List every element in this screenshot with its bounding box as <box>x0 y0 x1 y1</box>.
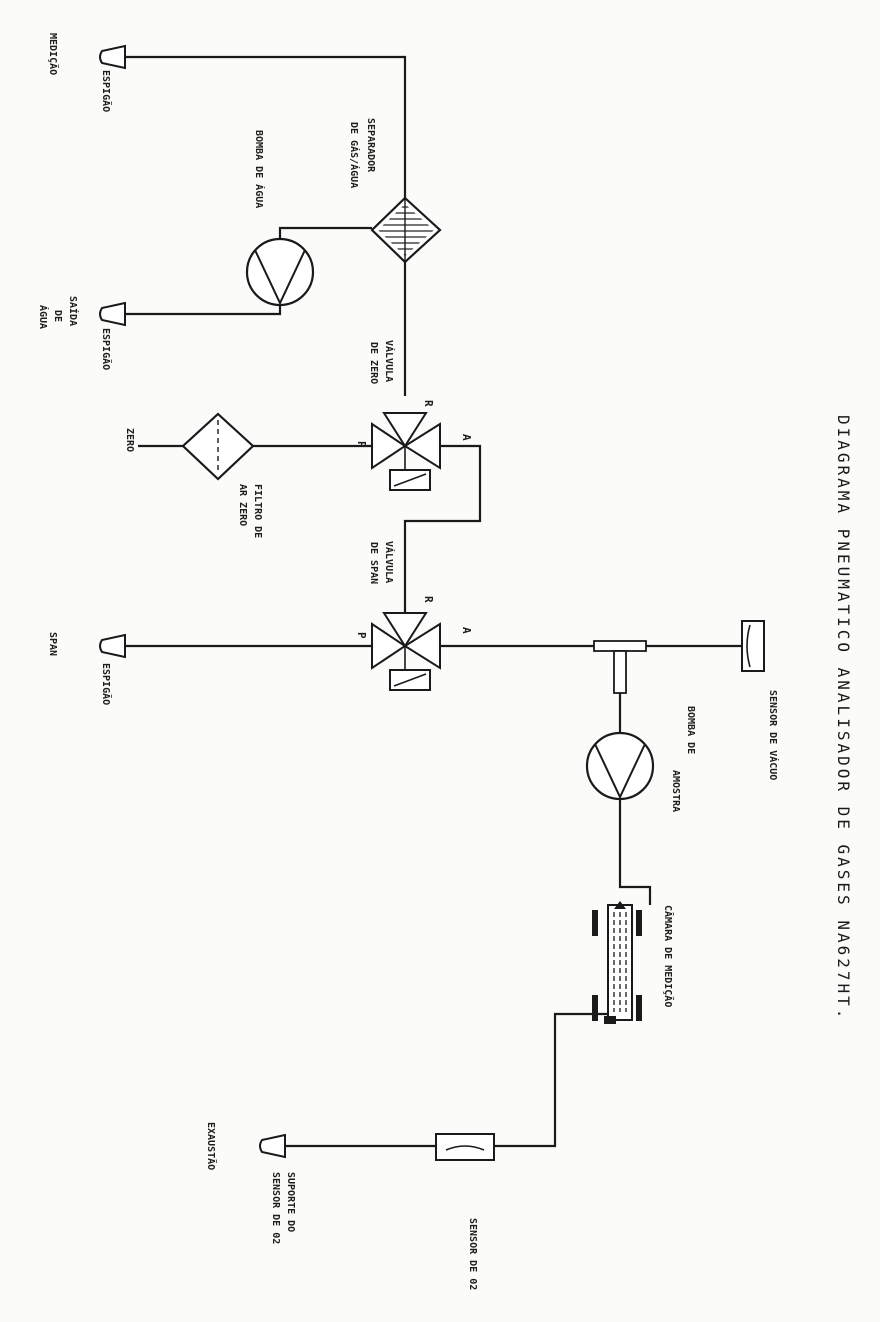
pipe-sample-pump-to-chamber <box>618 798 652 905</box>
label-zero: ZERO <box>124 428 135 452</box>
label-saida-agua-3: ÁGUA <box>37 305 50 329</box>
pipe-zero-valve-to-span-valve <box>403 444 482 612</box>
label-suporte-1: SUPORTE DO <box>285 1172 296 1232</box>
port-p-span: P <box>355 632 368 639</box>
label-separador-1: SEPARADOR <box>365 118 376 173</box>
label-medicao: MEDIÇÃO <box>47 33 60 75</box>
label-valvula-span-1: VÁLVULA <box>383 541 396 583</box>
sample-pump-icon <box>585 731 655 801</box>
label-filtro-2: AR ZERO <box>237 484 248 526</box>
label-bomba-amostra-1: BOMBA DE <box>685 706 696 754</box>
span-valve-ports: R P A <box>355 596 473 639</box>
label-bomba-agua: BOMBA DE ÁGUA <box>253 130 266 208</box>
port-r-span: R <box>422 596 435 603</box>
label-sensor-o2: SENSOR DE 02 <box>467 1218 478 1290</box>
diagram-title: DIAGRAMA PNEUMATICO ANALISADOR DE GASES … <box>834 415 853 1021</box>
pipe-separator-to-water-pump <box>278 226 372 240</box>
label-espigao-agua: ESPIGÃO <box>100 328 113 370</box>
pipe-medicao-to-separator <box>125 55 407 198</box>
water-pump-icon <box>245 237 315 307</box>
label-span: SPAN <box>47 632 58 656</box>
nozzle-exhaust <box>259 1133 286 1159</box>
nozzle-water-outlet <box>99 301 126 327</box>
span-valve-icon <box>371 612 441 691</box>
pipe-water-pump-to-outlet <box>125 304 282 316</box>
o2-sensor-icon <box>435 1133 495 1161</box>
nozzle-medicao <box>99 44 126 70</box>
port-a-zero: A <box>460 434 473 441</box>
label-valvula-zero-1: VÁLVULA <box>383 340 396 382</box>
label-sensor-vacuo: SENSOR DE VÁCUO <box>767 690 780 780</box>
tee-fitting-icon <box>593 640 647 694</box>
label-espigao-medicao: ESPIGÃO <box>100 70 113 112</box>
pipe-network <box>125 55 742 1148</box>
label-saida-agua-2: DE <box>52 310 63 322</box>
label-bomba-amostra-2: AMOSTRA <box>670 770 681 812</box>
zero-valve-ports: R P A <box>355 400 473 448</box>
label-saida-agua-1: SAÍDA <box>67 296 80 326</box>
port-p-zero: P <box>355 441 368 448</box>
port-a-span: A <box>460 627 473 634</box>
pipe-chamber-to-o2-sensor <box>468 1012 608 1148</box>
label-filtro-1: FILTRO DE <box>252 484 263 538</box>
zero-air-filter-icon <box>181 412 255 481</box>
label-valvula-span-2: DE SPAN <box>368 542 379 584</box>
gas-water-separator-icon <box>370 196 442 264</box>
zero-valve-icon <box>371 412 441 491</box>
vacuum-sensor-icon <box>741 620 765 672</box>
label-exaustao: EXAUSTÃO <box>205 1122 218 1170</box>
measurement-chamber-icon <box>592 901 642 1024</box>
label-espigao-span: ESPIGÃO <box>100 663 113 705</box>
label-camara: CÂMARA DE MEDIÇÃO <box>662 905 675 1007</box>
label-valvula-zero-2: DE ZERO <box>368 342 379 384</box>
port-r-zero: R <box>422 400 435 407</box>
label-suporte-2: SENSOR DE 02 <box>270 1172 281 1244</box>
nozzle-span <box>99 633 126 659</box>
label-separador-2: DE GÁS/ÁGUA <box>348 122 361 188</box>
